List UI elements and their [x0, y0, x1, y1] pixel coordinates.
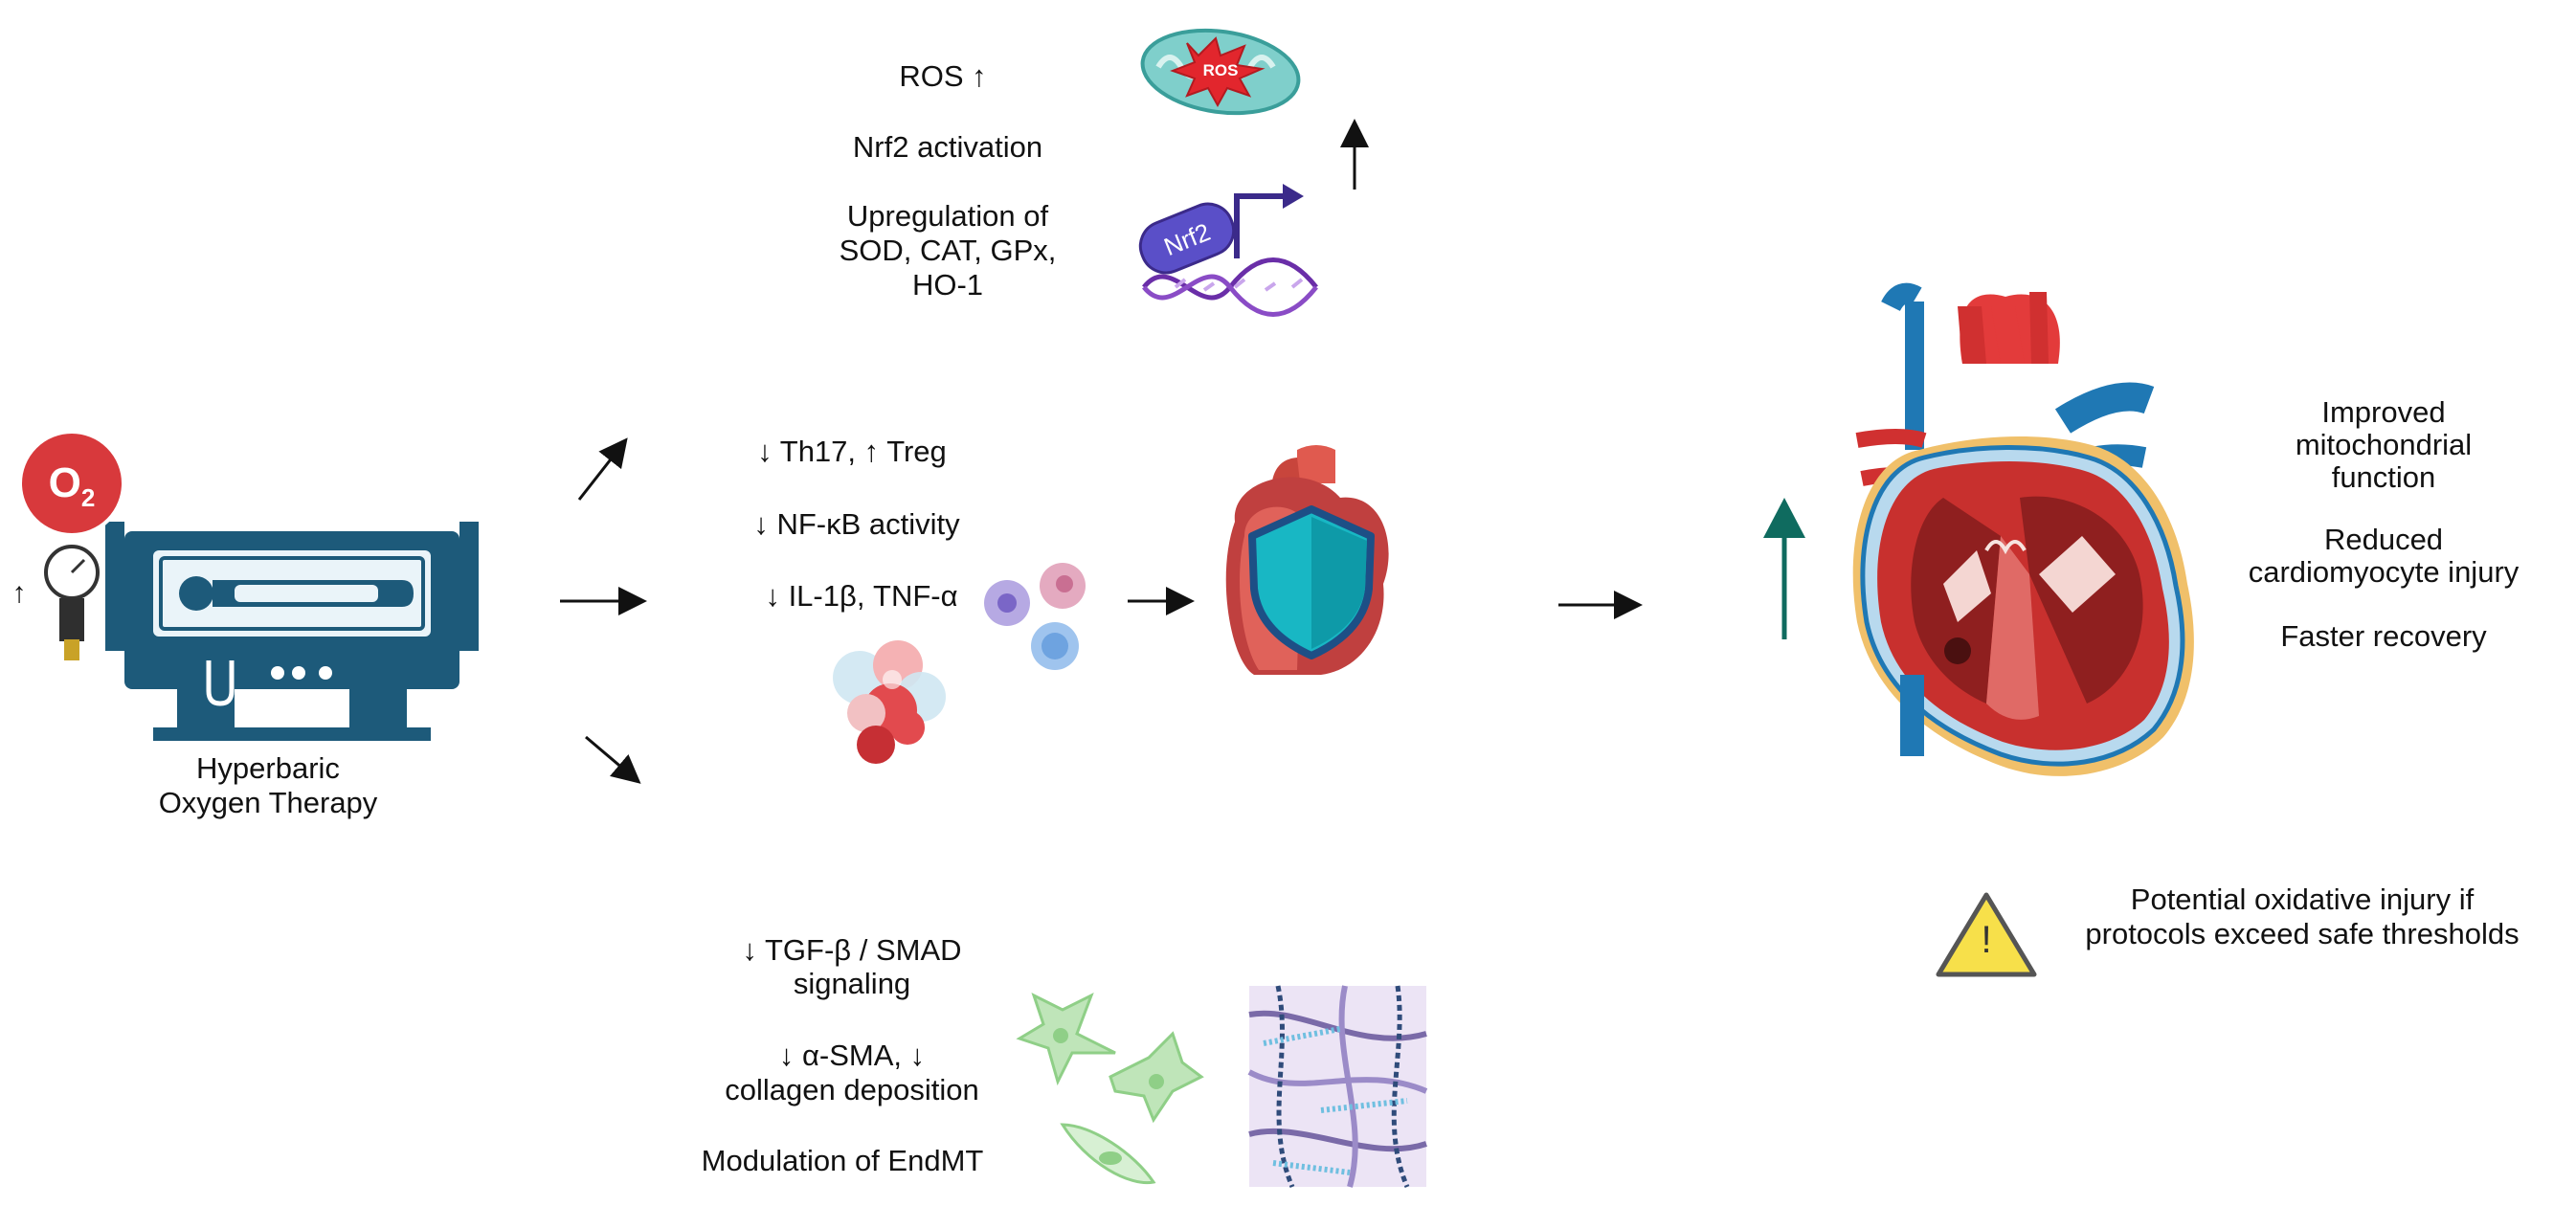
pressure-gauge-icon	[44, 545, 100, 660]
outcome-injury-line1: Reduced	[2323, 523, 2444, 556]
upregulation-line2: SOD, CAT, GPx,	[839, 234, 1057, 267]
asma-line1: ↓ α-SMA, ↓	[778, 1039, 926, 1072]
mitochondrion-ros-icon	[1140, 28, 1301, 116]
tgfb-line1: ↓ TGF-β / SMAD	[742, 933, 962, 967]
upregulation-line3: HO-1	[911, 268, 984, 302]
nfkb-text: ↓ NF-κB activity	[753, 507, 960, 541]
immune-cells-icon	[833, 563, 1086, 764]
warning-line2: protocols exceed safe thresholds	[2085, 917, 2520, 950]
upregulation-line1: Upregulation of	[846, 199, 1049, 233]
cytokines-text: ↓ IL-1β, TNF-α	[765, 579, 958, 613]
th17-treg-text: ↓ Th17, ↑ Treg	[757, 435, 947, 468]
ros-text: ROS ↑	[899, 59, 987, 93]
nrf2-dna-icon	[1138, 184, 1318, 317]
protected-heart-icon	[1225, 445, 1389, 675]
therapy-title-line2: Oxygen Therapy	[158, 786, 378, 819]
anatomical-heart-icon	[1852, 282, 2194, 776]
warning-exclamation: !	[1981, 919, 1992, 961]
outcome-mito-line3: function	[2331, 460, 2436, 494]
endmt-text: Modulation of EndMT	[701, 1144, 984, 1177]
outcome-injury-line2: cardiomyocyte injury	[2248, 555, 2520, 589]
o2-subscript: 2	[80, 482, 96, 512]
warning-triangle-icon	[1936, 892, 2037, 977]
o2-badge-icon	[18, 430, 125, 537]
outcome-recovery: Faster recovery	[2280, 619, 2487, 653]
arrow-to-fibrosis	[585, 735, 641, 784]
therapy-title-line1: Hyperbaric	[196, 751, 340, 785]
outcome-mito-line2: mitochondrial	[2295, 428, 2473, 461]
hyperbaric-chamber-icon	[105, 522, 479, 741]
arrow-to-oxidative	[577, 437, 628, 501]
ros-badge-text: ROS	[1202, 61, 1239, 79]
nrf2-activation-text: Nrf2 activation	[852, 130, 1043, 164]
asma-line2: collagen deposition	[725, 1073, 979, 1106]
collagen-matrix-icon	[1247, 985, 1428, 1188]
tgfb-line2: signaling	[793, 967, 911, 1000]
o2-symbol: O	[48, 459, 81, 506]
fibroblast-cells-icon	[1016, 992, 1204, 1185]
pressure-up-arrow: ↑	[11, 577, 27, 609]
therapy-arrows	[560, 119, 1643, 784]
o2-label: O2	[38, 461, 105, 520]
increase-arrow-icon	[1763, 498, 1805, 639]
outcome-mito-line1: Improved	[2321, 395, 2446, 429]
warning-line1: Potential oxidative injury if	[2130, 883, 2475, 916]
